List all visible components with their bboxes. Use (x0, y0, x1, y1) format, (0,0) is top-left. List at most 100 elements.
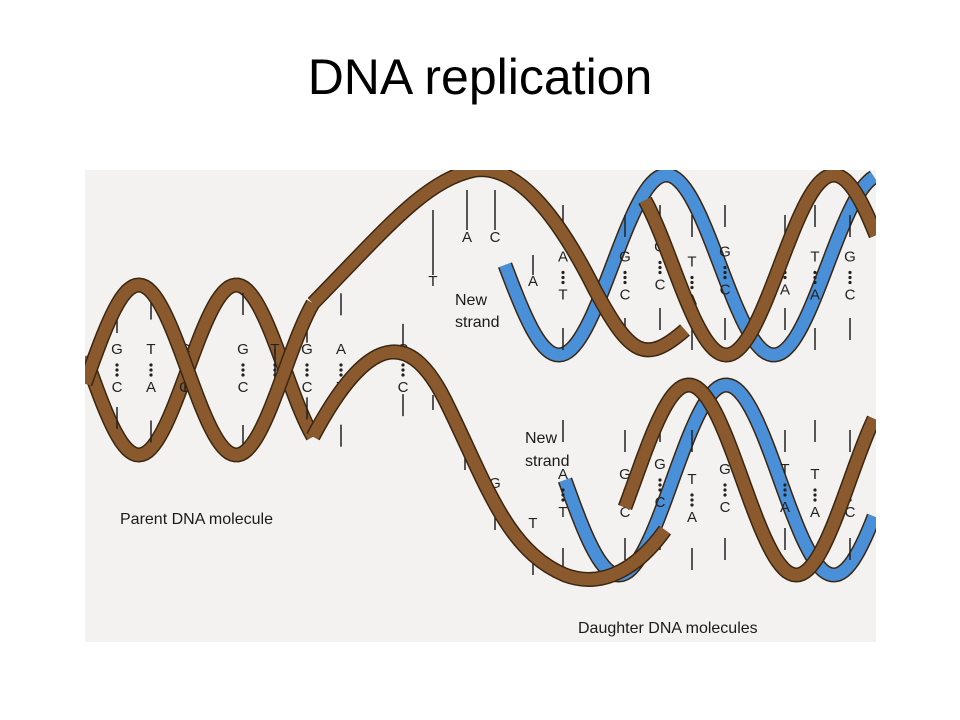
top-daughter-base-pair-hbond-dot (658, 270, 662, 275)
top-daughter-base-pair-base-top: G (719, 244, 731, 261)
parent-base-pair-hbond-dot (241, 373, 245, 377)
top-daughter-base-pair: TA (810, 205, 820, 350)
top-daughter-base-pair-hbond-dot (813, 280, 817, 285)
top-daughter-base-pair-base-top: G (619, 249, 631, 266)
parent-unpaired-base-bottom-base: T (528, 515, 537, 532)
bottom-daughter-base-pair: TA (687, 430, 697, 570)
top-daughter-base-pair-hbond-dot (848, 270, 852, 275)
top-daughter-base-pair-hbond-dot (813, 275, 817, 280)
parent-base-pair-base-bottom: C (302, 379, 313, 396)
parent-base-pair-hbond-dot (115, 373, 119, 377)
bottom-daughter-base-pair-hbond-dot (723, 488, 727, 492)
daughter-molecules-caption: Daughter DNA molecules (578, 620, 758, 637)
bottom-daughter-base-pair-hbond-dot (561, 488, 565, 492)
bottom-daughter-parent-strand (619, 378, 876, 582)
parent-arm-bottom-edge (306, 344, 672, 587)
top-daughter-base-pair-hbond-dot (813, 270, 817, 275)
bottom-daughter-base-pair-hbond-dot (813, 493, 817, 497)
top-daughter-base-pair-hbond-dot (723, 265, 727, 270)
parent-strand-b (85, 278, 319, 461)
helix-front-strands (85, 170, 876, 587)
parent-base-pair-hbond-dot (241, 368, 245, 372)
parent-base-pair: GC (237, 293, 249, 447)
top-daughter-base-pair-hbond-dot (690, 280, 694, 285)
parent-base-pair: TA (146, 297, 156, 443)
parent-base-pair-hbond-dot (401, 373, 405, 377)
bottom-daughter-base-pair-hbond-dot (561, 493, 565, 497)
parent-base-pair-base-bottom: A (146, 379, 156, 396)
top-daughter-base-pair-base-top: T (810, 249, 819, 266)
parent-unpaired-base-top: C (490, 190, 501, 246)
bottom-daughter-base-pair-hbond-dot (723, 493, 727, 497)
parent-base-pair-hbond-dot (305, 373, 309, 377)
parent-base-pair-hbond-dot (401, 363, 405, 367)
bottom-daughter-base-pair-base-top: T (810, 466, 819, 483)
new-strand-label-top-line1: New (455, 292, 487, 309)
parent-base-pair-base-top: G (237, 341, 249, 358)
parent-base-pair-hbond-dot (115, 368, 119, 372)
top-daughter-new-strand (499, 170, 876, 362)
top-daughter-base-pair-hbond-dot (623, 275, 627, 280)
parent-unpaired-base-top-base: T (428, 273, 437, 290)
bottom-daughter-base-pair-base-bottom: C (720, 499, 731, 516)
top-daughter-base-pair-base-bottom: C (845, 287, 856, 304)
bottom-daughter-base-pair-hbond-dot (690, 493, 694, 497)
new-strand-label-bottom-line1: New (525, 430, 557, 447)
parent-base-pair-base-top: A (336, 341, 346, 358)
bottom-daughter-base-pair-base-bottom: A (780, 499, 790, 516)
top-daughter-base-pair: GC (844, 215, 856, 340)
parent-base-pair-hbond-dot (149, 368, 153, 372)
bottom-daughter-base-pair-base-bottom: A (687, 509, 697, 526)
bottom-daughter-base-pair-hbond-dot (658, 488, 662, 492)
bottom-daughter-base-pair-hbond-dot (783, 488, 787, 492)
bottom-daughter-base-pair-base-bottom: C (845, 504, 856, 521)
parent-base-pair-hbond-dot (305, 368, 309, 372)
bottom-daughter-base-pair-hbond-dot (783, 493, 787, 497)
top-daughter-base-pair-hbond-dot (848, 275, 852, 280)
top-daughter-base-pair-hbond-dot (658, 260, 662, 265)
top-daughter-base-pair-base-top: T (687, 254, 696, 271)
parent-base-pair-hbond-dot (273, 368, 277, 372)
top-daughter-base-pair-hbond-dot (783, 275, 787, 280)
bottom-daughter-base-pair-hbond-dot (690, 498, 694, 502)
bottom-daughter-base-pair: TA (780, 430, 790, 550)
parent-base-pair-hbond-dot (305, 363, 309, 367)
slide-title: DNA replication (307, 49, 653, 105)
bottom-daughter-base-pair-base-top: G (719, 461, 731, 478)
bottom-daughter-base-pair-base-top: A (558, 466, 568, 483)
top-daughter-base-pair-hbond-dot (723, 275, 727, 280)
top-daughter-base-pair-hbond-dot (561, 270, 565, 275)
parent-base-pair-base-bottom: C (398, 379, 409, 396)
top-daughter-base-pair-hbond-dot (658, 265, 662, 270)
top-daughter-base-pair-base-bottom: A (810, 287, 820, 304)
parent-unpaired-base-top: T (428, 210, 438, 290)
bottom-daughter-base-pair-base-bottom: T (558, 504, 567, 521)
parent-base-pair-hbond-dot (149, 373, 153, 377)
parent-base-pair-base-top: G (301, 341, 313, 358)
bottom-daughter-base-pair-hbond-dot (658, 483, 662, 487)
parent-base-pair-hbond-dot (339, 373, 343, 377)
top-daughter-base-pair: GC (719, 205, 731, 340)
top-daughter-base-pair-base-bottom: C (720, 282, 731, 299)
parent-strand-a (85, 279, 319, 462)
parent-base-pair-base-top: T (146, 341, 155, 358)
parent-base-pair-hbond-dot (339, 368, 343, 372)
bottom-daughter-base-pair-base-top: G (654, 456, 666, 473)
parent-unpaired-base-top-base: C (490, 229, 501, 246)
bottom-daughter-base-pair-hbond-dot (658, 478, 662, 482)
parent-base-pair-hbond-dot (339, 363, 343, 367)
parent-base-pair-hbond-dot (149, 363, 153, 367)
parent-unpaired-base-top-base: A (462, 229, 472, 246)
parent-unpaired-base-top: A (528, 255, 538, 290)
parent-base-pair-hbond-dot (115, 363, 119, 367)
parent-base-pair-hbond-dot (241, 363, 245, 367)
parent-base-pair: AT (336, 293, 346, 447)
bottom-daughter-base-pair-hbond-dot (813, 488, 817, 492)
top-daughter-base-pair-hbond-dot (623, 270, 627, 275)
top-daughter-base-pair-hbond-dot (690, 275, 694, 280)
bottom-daughter-base-pair-base-bottom: C (620, 504, 631, 521)
parent-base-pair-base-bottom: G (179, 379, 191, 396)
top-daughter-base-pair-base-bottom: T (558, 287, 567, 304)
top-daughter-parent-strand (639, 170, 876, 362)
